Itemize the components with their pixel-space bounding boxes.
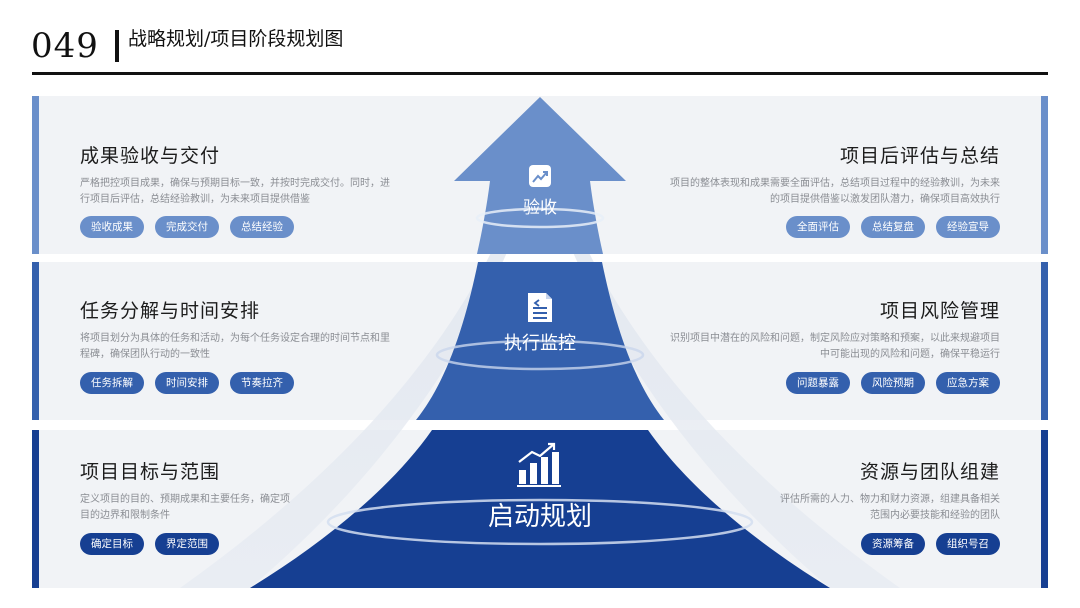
block-title: 资源与团队组建: [859, 461, 1000, 483]
arrow-halo: [180, 108, 900, 588]
tag-pill[interactable]: 总结复盘: [861, 216, 925, 238]
tag-group-mid-left: 任务拆解 时间安排 节奏拉齐: [80, 372, 294, 394]
block-title: 项目目标与范围: [80, 461, 221, 483]
block-post-evaluation: 项目后评估与总结 项目的整体表现和成果需要全面评估，总结项目过程中的经验教训，为…: [670, 141, 1000, 208]
band-right-accent: [1041, 262, 1048, 420]
block-title: 成果验收与交付: [80, 145, 221, 167]
band-left-accent: [32, 430, 39, 588]
band-right-accent: [1041, 430, 1048, 588]
band-left-accent: [32, 96, 39, 254]
stage-shape-bottom: [250, 430, 830, 588]
block-description: 将项目划分为具体的任务和活动，为每个任务设定合理的时间节点和里程碑，确保团队行动…: [80, 333, 390, 360]
orbit-ring-bottom: [326, 498, 754, 546]
block-title: 项目后评估与总结: [839, 145, 1000, 167]
tag-pill[interactable]: 界定范围: [155, 533, 219, 555]
tag-pill[interactable]: 风险预期: [861, 372, 925, 394]
tag-pill[interactable]: 任务拆解: [80, 372, 144, 394]
growth-bar-chart-icon: [517, 442, 561, 487]
block-description: 评估所需的人力、物力和财力资源，组建具备相关范围内必要技能和经验的团队: [780, 494, 1000, 521]
tag-group-bottom-right: 资源筹备 组织号召: [861, 533, 1000, 555]
document-list-icon: [528, 293, 552, 322]
band-left-accent: [32, 262, 39, 420]
orbit-ring-mid: [435, 339, 645, 371]
tag-pill[interactable]: 总结经验: [230, 216, 294, 238]
header-rule: [32, 72, 1048, 75]
block-task-breakdown: 任务分解与时间安排 将项目划分为具体的任务和活动，为每个任务设定合理的时间节点和…: [80, 296, 410, 363]
tag-pill[interactable]: 组织号召: [936, 533, 1000, 555]
tag-pill[interactable]: 经验宣导: [936, 216, 1000, 238]
tag-group-top-right: 全面评估 总结复盘 经验宣导: [786, 216, 1000, 238]
trend-chart-icon: [529, 165, 551, 187]
block-result-acceptance: 成果验收与交付 严格把控项目成果，确保与预期目标一致，并按时完成交付。同时，进行…: [80, 141, 410, 208]
tag-group-mid-right: 问题暴露 风险预期 应急方案: [786, 372, 1000, 394]
tag-pill[interactable]: 完成交付: [155, 216, 219, 238]
block-resources-team: 资源与团队组建 评估所需的人力、物力和财力资源，组建具备相关范围内必要技能和经验…: [780, 457, 1000, 524]
block-title: 项目风险管理: [879, 300, 1000, 322]
block-risk-management: 项目风险管理 识别项目中潜在的风险和问题，制定风险应对策略和预案，以此来规避项目…: [670, 296, 1000, 363]
tag-pill[interactable]: 全面评估: [786, 216, 850, 238]
tag-pill[interactable]: 应急方案: [936, 372, 1000, 394]
tag-pill[interactable]: 验收成果: [80, 216, 144, 238]
tag-group-bottom-left: 确定目标 界定范围: [80, 533, 219, 555]
stage-label-bottom: 启动规划: [487, 502, 592, 532]
band-right-accent: [1041, 96, 1048, 254]
block-title: 任务分解与时间安排: [80, 300, 261, 322]
stage-label-mid: 执行监控: [504, 333, 576, 354]
block-description: 识别项目中潜在的风险和问题，制定风险应对策略和预案，以此来规避项目中可能出现的风…: [670, 333, 1000, 360]
tag-pill[interactable]: 时间安排: [155, 372, 219, 394]
stage-label-top: 验收: [523, 198, 557, 218]
tag-pill[interactable]: 确定目标: [80, 533, 144, 555]
orbit-ring-top: [475, 207, 605, 229]
block-description: 严格把控项目成果，确保与预期目标一致，并按时完成交付。同时，进行项目后评估，总结…: [80, 178, 390, 205]
block-description: 定义项目的目的、预期成果和主要任务，确定项目的边界和限制条件: [80, 494, 290, 521]
tag-pill[interactable]: 节奏拉齐: [230, 372, 294, 394]
tag-group-top-left: 验收成果 完成交付 总结经验: [80, 216, 294, 238]
block-description: 项目的整体表现和成果需要全面评估，总结项目过程中的经验教训，为未来的项目提供借鉴…: [670, 178, 1000, 205]
title-divider: [115, 30, 119, 62]
block-goals-scope: 项目目标与范围 定义项目的目的、预期成果和主要任务，确定项目的边界和限制条件: [80, 457, 410, 524]
slide-header: 049 战略规划/项目阶段规划图: [0, 0, 1080, 80]
tag-pill[interactable]: 问题暴露: [786, 372, 850, 394]
page-number: 049: [31, 26, 99, 66]
tag-pill[interactable]: 资源筹备: [861, 533, 925, 555]
page-title: 战略规划/项目阶段规划图: [128, 28, 344, 50]
